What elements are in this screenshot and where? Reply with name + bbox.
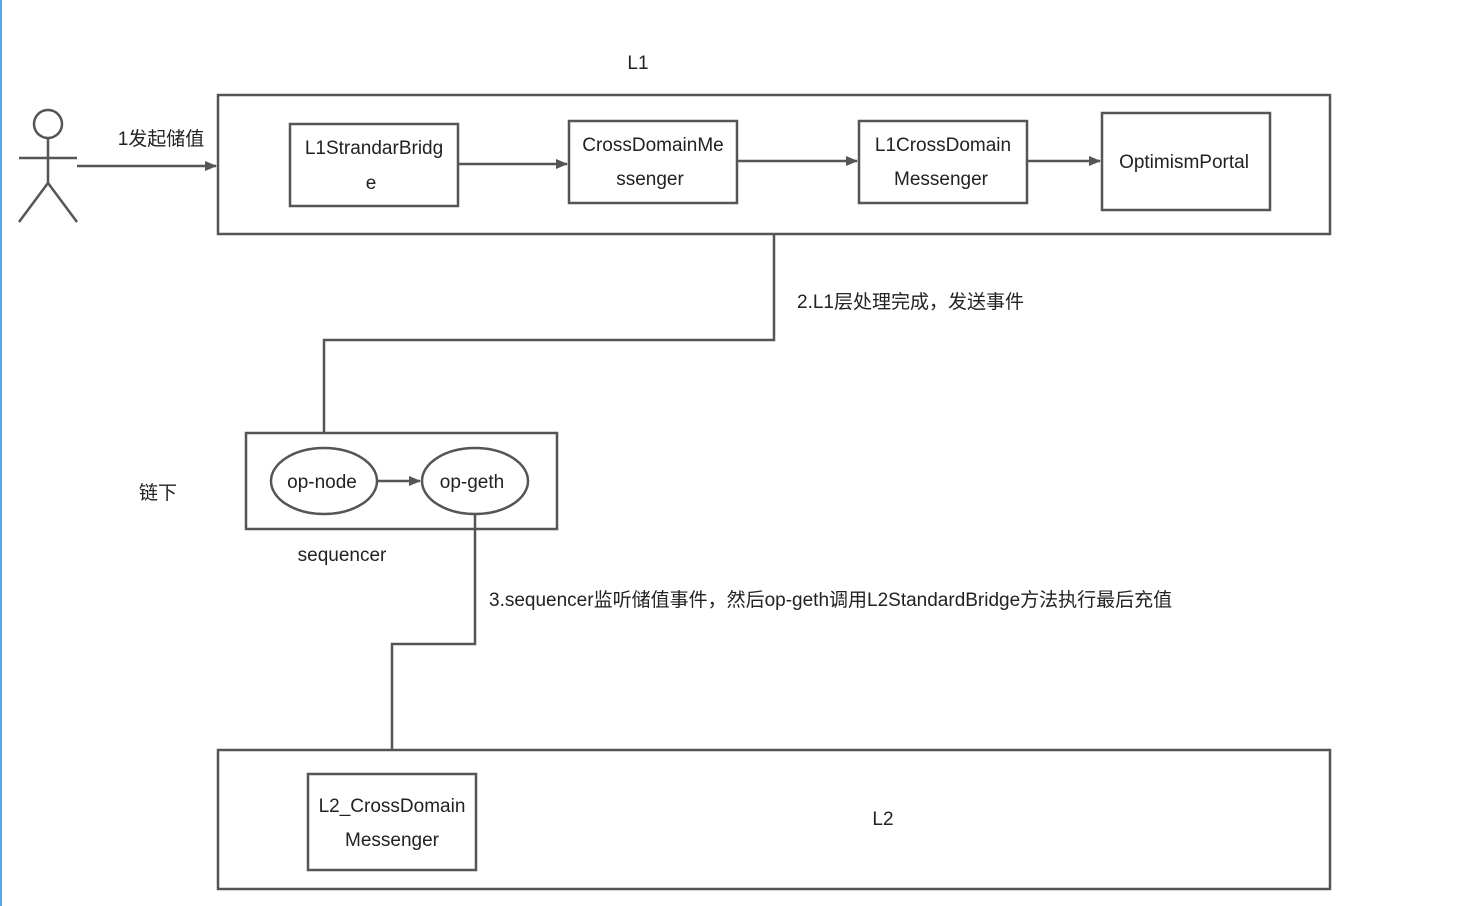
l1-cross-domain-messenger-label-line2: Messenger: [894, 169, 989, 190]
optimism-portal-label: OptimismPortal: [1119, 152, 1249, 173]
cross-domain-messenger-box: [567, 119, 739, 205]
cross-domain-messenger-label-line2: ssenger: [616, 169, 684, 190]
l1-title: L1: [627, 53, 648, 74]
arrow-l1-to-sequencer: [319, 234, 776, 444]
optimism-portal-box: [1100, 111, 1272, 212]
op-node-label: op-node: [287, 472, 357, 493]
user-actor-icon: [17, 108, 79, 223]
arrow-op-geth-to-l2: [387, 514, 477, 772]
l1-standard-bridge-label-line2: e: [366, 173, 377, 194]
l1-cross-domain-messenger-label-line1: L1CrossDomain: [875, 135, 1011, 156]
deposit-edge-label: 1发起储值: [118, 128, 205, 150]
sequencer-listen-edge-label: 3.sequencer监听储值事件，然后op-geth调用L2StandardB…: [489, 589, 1172, 611]
l1-cross-domain-messenger-box: [857, 119, 1029, 205]
cross-domain-messenger-label-line1: CrossDomainMe: [582, 135, 723, 156]
l2-cross-domain-messenger-label-line1: L2_CrossDomain: [319, 796, 466, 817]
sequencer-label: sequencer: [298, 545, 387, 566]
l1-standard-bridge-label-line1: L1StrandarBridg: [305, 138, 443, 159]
l2-cross-domain-messenger-box: [306, 772, 478, 872]
l2-title: L2: [872, 809, 893, 830]
offchain-label: 链下: [139, 482, 177, 504]
l1-done-edge-label: 2.L1层处理完成，发送事件: [797, 291, 1024, 313]
l2-cross-domain-messenger-label-line2: Messenger: [345, 830, 440, 851]
left-edge-rule: [0, 0, 2, 906]
op-geth-label: op-geth: [440, 472, 504, 493]
